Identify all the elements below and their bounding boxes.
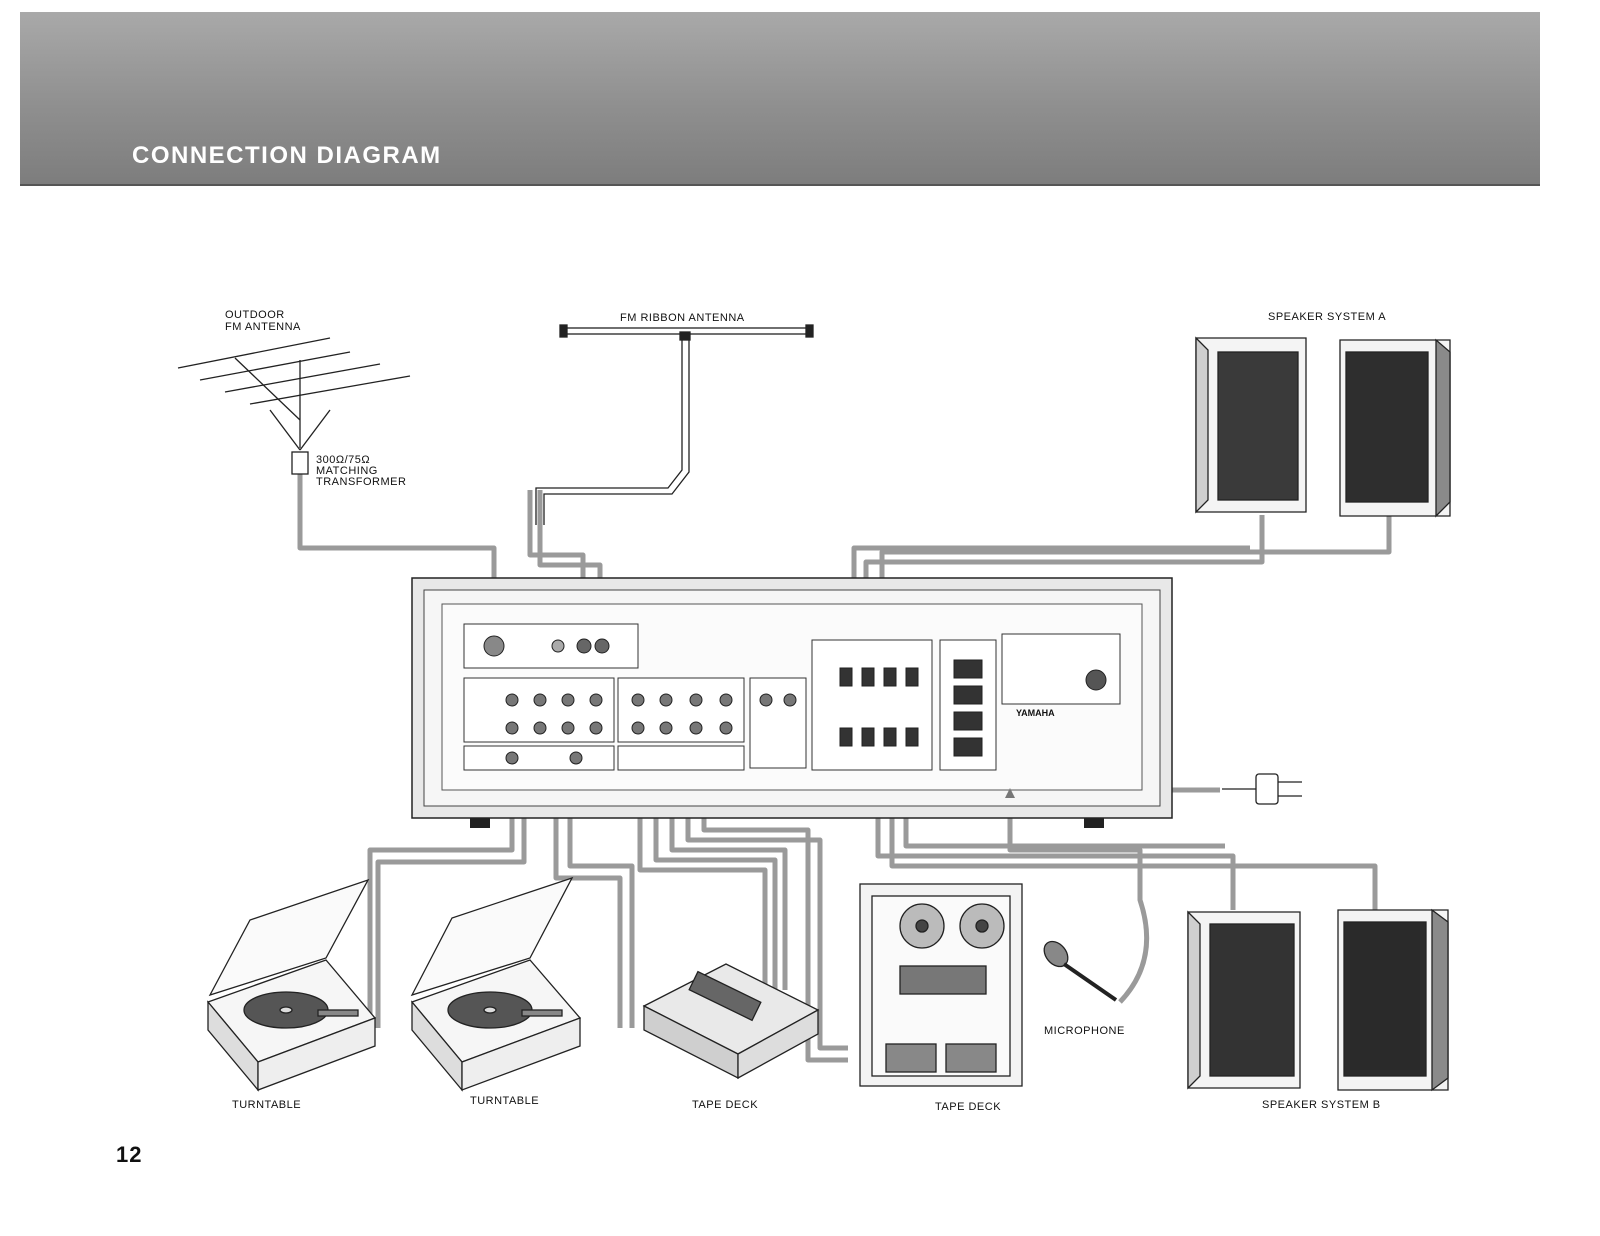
- header-band: CONNECTION DIAGRAM: [20, 12, 1540, 186]
- turntable-2-label: TURNTABLE: [470, 1095, 539, 1107]
- speaker-b-left: [1187, 910, 1301, 1090]
- matching-label-3: TRANSFORMER: [316, 476, 406, 488]
- speaker-a-left: [1195, 336, 1307, 514]
- speaker-a-right: [1339, 338, 1451, 518]
- outdoor-fm-antenna: [177, 337, 411, 475]
- tape-deck-reel: [859, 883, 1023, 1087]
- outdoor-antenna-label-1: OUTDOOR: [225, 309, 285, 321]
- tape-deck-1-label: TAPE DECK: [692, 1099, 758, 1111]
- turntable-2: [410, 876, 582, 1092]
- tape-deck-2-label: TAPE DECK: [935, 1101, 1001, 1113]
- speaker-terminals: [811, 639, 933, 771]
- matching-label-1: 300Ω/75Ω: [316, 454, 370, 466]
- speaker-b-label: SPEAKER SYSTEM B: [1262, 1099, 1381, 1111]
- pre-main-jacks: [749, 677, 807, 769]
- cable-microphone: [1007, 790, 1150, 1004]
- speaker-a-label: SPEAKER SYSTEM A: [1268, 311, 1386, 323]
- arrow-up-icon: [1005, 788, 1015, 798]
- fm-ribbon-antenna-label: FM RIBBON ANTENNA: [620, 312, 745, 324]
- speaker-b-right: [1337, 908, 1449, 1092]
- turntable-1-label: TURNTABLE: [232, 1099, 301, 1111]
- microphone-label: MICROPHONE: [1044, 1025, 1125, 1037]
- output-block: [617, 745, 745, 771]
- microphone-icon: [1043, 940, 1118, 1002]
- page-number: 12: [116, 1142, 143, 1167]
- page-title: CONNECTION DIAGRAM: [132, 142, 442, 169]
- phono-block: [463, 745, 615, 771]
- matching-label-2: MATCHING: [316, 465, 378, 477]
- matching-transformer-icon: [291, 451, 309, 475]
- brand-label: YAMAHA: [1016, 708, 1055, 718]
- tape-deck-cassette: [642, 963, 820, 1080]
- turntable-1: [206, 878, 377, 1092]
- power-fuse-plate: [1001, 633, 1121, 705]
- amplifier-rear-panel: YAMAHA: [411, 577, 1173, 828]
- power-plug-icon: [1222, 773, 1302, 805]
- fm-ribbon-antenna: [535, 324, 814, 525]
- outdoor-antenna-label-2: FM ANTENNA: [225, 321, 301, 333]
